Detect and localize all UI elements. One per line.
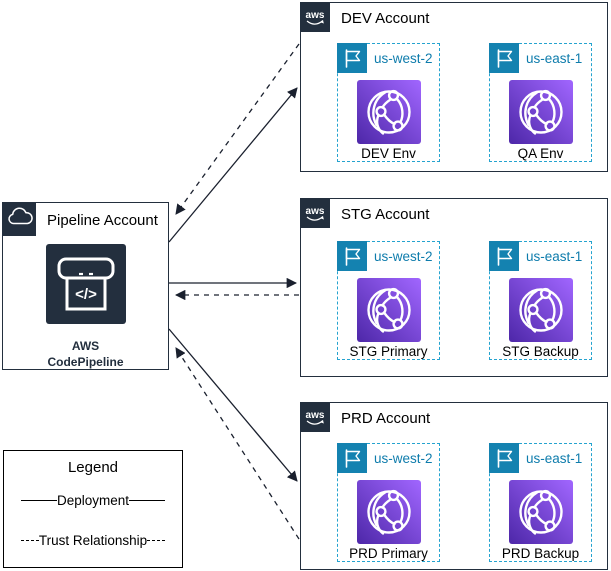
- svg-text:aws: aws: [306, 206, 325, 217]
- region-name: us-west-2: [374, 249, 433, 264]
- legend-label: Deployment: [56, 492, 130, 508]
- network-globe-icon: [357, 80, 421, 144]
- dev-account-box: aws DEV Account us-west-2: [300, 2, 608, 172]
- region-name: us-east-1: [526, 451, 583, 466]
- codepipeline-label-line1: AWS: [71, 339, 100, 353]
- dashed-line-sample: [147, 539, 166, 541]
- dev-account-title: DEV Account: [341, 10, 430, 27]
- network-globe-icon: [357, 278, 421, 342]
- solid-line-sample: [129, 499, 166, 501]
- dashed-line-sample: [21, 539, 39, 541]
- stg-account-title: STG Account: [341, 206, 430, 223]
- prd-region-us-east-1: us-east-1 PRD Backup: [489, 443, 592, 562]
- region-name: us-west-2: [374, 51, 433, 66]
- legend-title: Legend: [67, 459, 119, 476]
- network-globe-icon: [357, 480, 421, 544]
- environment-label: QA Env: [517, 146, 564, 161]
- solid-line-sample: [21, 499, 57, 501]
- network-globe-icon: [509, 480, 573, 544]
- region-name: us-west-2: [374, 451, 433, 466]
- dev-region-us-west-2: us-west-2 DEV Env: [337, 43, 440, 162]
- aws-logo-icon: aws: [300, 2, 330, 32]
- environment-label: PRD Backup: [501, 546, 580, 561]
- legend-item-deployment: Deployment: [4, 492, 182, 508]
- deployment-arrow-pipeline-to-dev: [168, 87, 298, 243]
- aws-logo-icon: aws: [300, 402, 330, 432]
- trust-arrow-dev-to-pipeline: [175, 43, 300, 215]
- legend-item-trust-relationship: Trust Relationship: [4, 532, 182, 548]
- dev-region-us-east-1: us-east-1 QA Env: [489, 43, 592, 162]
- region-flag-icon: [489, 43, 519, 73]
- deployment-arrow-pipeline-to-prd: [168, 328, 298, 482]
- environment-label: PRD Primary: [349, 546, 428, 561]
- code-glyph: </>: [75, 286, 97, 303]
- svg-text:aws: aws: [306, 10, 325, 21]
- cloud-icon: [2, 202, 36, 236]
- stg-region-us-east-1: us-east-1 STG Backup: [489, 241, 592, 360]
- region-flag-icon: [337, 241, 367, 271]
- region-flag-icon: [337, 43, 367, 73]
- prd-account-title: PRD Account: [341, 410, 431, 427]
- legend-box: Legend Deployment Trust Relationship: [3, 450, 183, 568]
- svg-text:aws: aws: [306, 410, 325, 421]
- region-flag-icon: [489, 443, 519, 473]
- pipeline-account-title: Pipeline Account: [47, 212, 158, 229]
- prd-region-us-west-2: us-west-2 PRD Primary: [337, 443, 440, 562]
- environment-label: STG Primary: [349, 344, 428, 359]
- prd-account-box: aws PRD Account us-west-2: [300, 402, 608, 570]
- stg-region-us-west-2: us-west-2 STG Primary: [337, 241, 440, 360]
- region-flag-icon: [337, 443, 367, 473]
- codepipeline-label-line2: CodePipeline: [47, 354, 124, 369]
- legend-label: Trust Relationship: [38, 532, 148, 548]
- environment-label: STG Backup: [502, 344, 579, 359]
- codepipeline-label: AWS CodePipeline: [3, 339, 168, 370]
- region-name: us-east-1: [526, 249, 583, 264]
- network-globe-icon: [509, 80, 573, 144]
- network-globe-icon: [509, 278, 573, 342]
- codepipeline-icon: </>: [46, 244, 126, 324]
- stg-account-box: aws STG Account us-west-2: [300, 198, 608, 377]
- trust-arrow-prd-to-pipeline: [175, 347, 300, 540]
- aws-logo-icon: aws: [300, 198, 330, 228]
- environment-label: DEV Env: [361, 146, 416, 161]
- pipeline-account-box: Pipeline Account </> AWS CodePipeline: [2, 202, 169, 370]
- region-flag-icon: [489, 241, 519, 271]
- region-name: us-east-1: [526, 51, 583, 66]
